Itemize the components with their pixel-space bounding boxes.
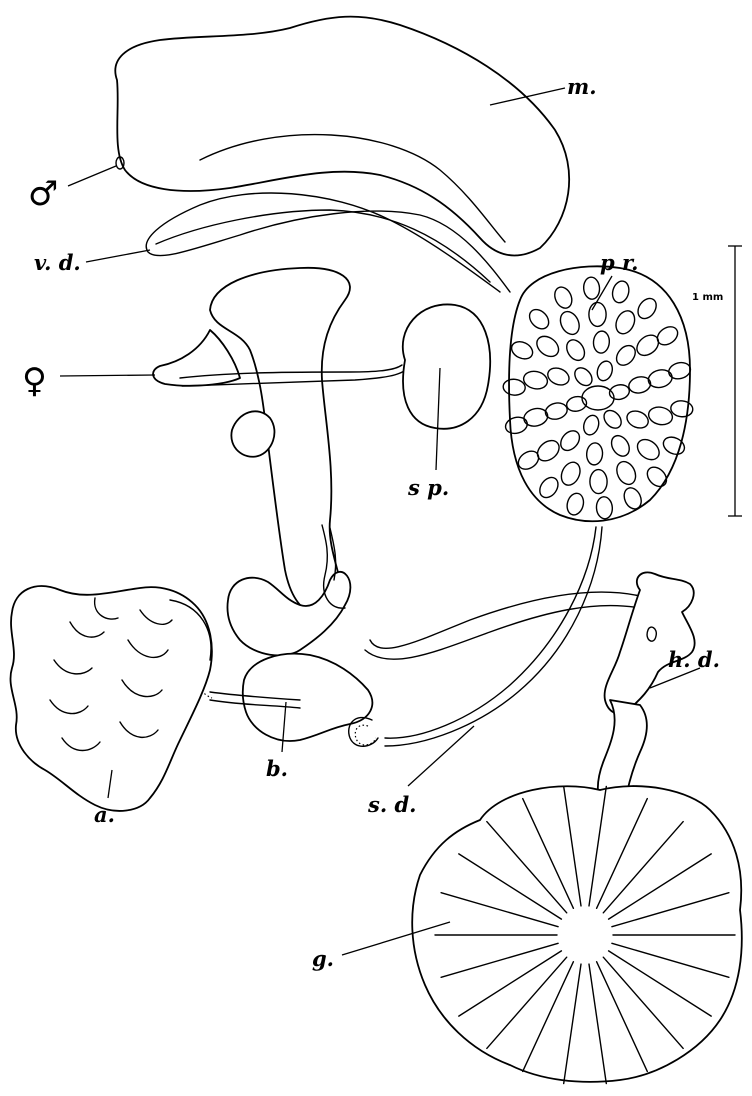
leader-female xyxy=(60,375,155,376)
scale-bar: 1 mm xyxy=(692,246,742,516)
organ-g xyxy=(412,786,742,1083)
female-symbol: ♀ xyxy=(22,361,47,401)
spermatheca xyxy=(403,304,490,428)
label-pr: p r. xyxy=(600,250,638,275)
spermoviduct xyxy=(385,527,596,738)
label-a: a. xyxy=(94,802,115,827)
junction-knob xyxy=(231,411,274,456)
female-aperture xyxy=(153,330,240,386)
label-vd: v. d. xyxy=(34,250,81,275)
label-hd: h. d. xyxy=(668,647,720,672)
male-symbol: ♂ xyxy=(28,174,58,214)
prostate xyxy=(502,266,693,521)
female-duct xyxy=(210,268,350,616)
coil-small-dotted xyxy=(355,725,376,745)
leader-vd xyxy=(86,250,150,262)
label-sd: s. d. xyxy=(367,792,416,817)
duct-to-hd xyxy=(370,592,640,648)
organ-hd xyxy=(605,572,695,713)
scale-bar-label: 1 mm xyxy=(692,292,723,303)
duct-to-hd-2 xyxy=(365,605,640,659)
label-b: b. xyxy=(266,756,288,781)
label-m: m. xyxy=(567,74,597,99)
spermoviduct-2 xyxy=(385,527,602,746)
label-g: g. xyxy=(312,946,334,971)
label-sp: s p. xyxy=(407,475,449,500)
leader-male xyxy=(68,166,116,186)
